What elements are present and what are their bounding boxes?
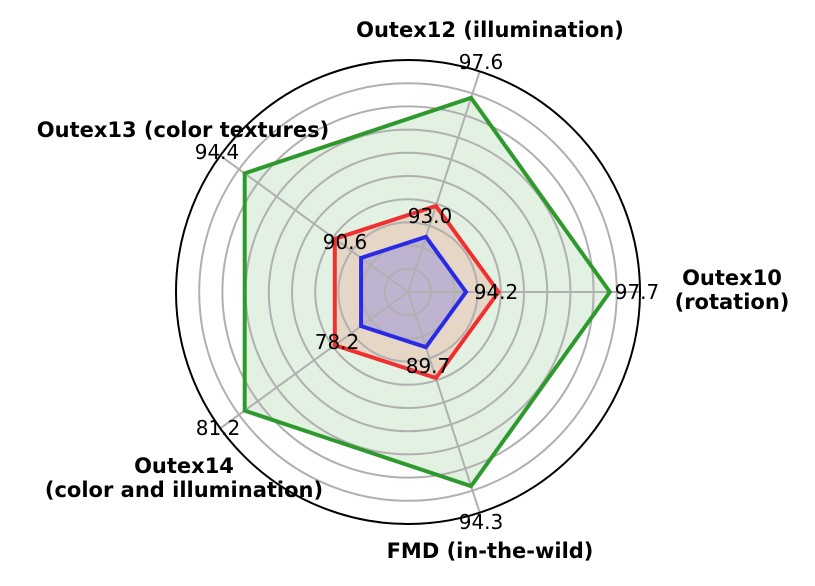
grid-layer <box>175 59 641 525</box>
series-2-line <box>359 234 469 350</box>
value-label-6: 93.0 <box>408 204 453 228</box>
value-label-2: 94.4 <box>195 140 240 164</box>
value-label-0: 97.7 <box>615 280 660 304</box>
axis-label-0: Outex10(rotation) <box>675 266 790 314</box>
spoke-1 <box>407 71 481 293</box>
axis-label-line: (rotation) <box>675 290 790 314</box>
axis-label-4: FMD (in-the-wild) <box>387 539 594 563</box>
value-label-4: 94.3 <box>459 510 504 534</box>
axis-label-line: Outex12 (illumination) <box>356 18 624 42</box>
value-label-9: 89.7 <box>406 354 451 378</box>
outer-frame <box>175 59 641 525</box>
axis-label-1: Outex12 (illumination) <box>356 18 624 42</box>
value-label-8: 78.2 <box>315 330 360 354</box>
series-1-line <box>332 203 501 381</box>
label-layer: Outex10(rotation) Outex12 (illumination) O… <box>37 18 790 563</box>
value-label-5: 94.2 <box>474 280 519 304</box>
axis-label-line: Outex13 (color textures) <box>37 118 329 142</box>
value-label-1: 97.6 <box>459 50 504 74</box>
value-label-3: 81.2 <box>196 416 241 440</box>
axis-label-3: Outex14(color and illumination) <box>45 454 323 502</box>
axis-label-line: (color and illumination) <box>45 478 323 502</box>
series-0-line <box>242 95 613 489</box>
axis-label-line: Outex10 <box>682 266 782 290</box>
spoke-2 <box>219 154 409 293</box>
value-label-7: 90.6 <box>323 230 368 254</box>
spoke-4 <box>407 291 481 513</box>
spoke-3 <box>219 291 409 430</box>
axis-label-line: Outex14 <box>134 454 234 478</box>
axis-label-line: FMD (in-the-wild) <box>387 539 594 563</box>
series-line-layer <box>242 95 613 489</box>
axis-label-2: Outex13 (color textures) <box>37 118 329 142</box>
